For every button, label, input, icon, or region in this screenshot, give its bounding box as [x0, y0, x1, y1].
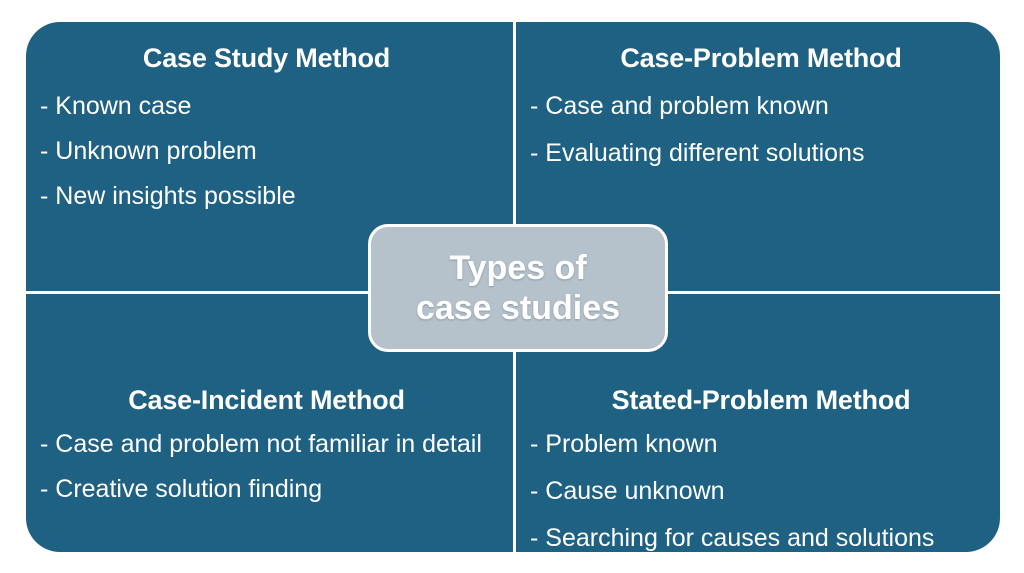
list-item: - Case and problem known [530, 91, 829, 120]
diagram-panel: Case Study Method - Known case - Unknown… [26, 22, 1000, 552]
center-badge-line-1: Types of [449, 248, 587, 287]
quadrant-bullets-stated-problem-method: - Problem known - Cause unknown - Search… [516, 430, 1000, 552]
quadrant-case-problem-method: Case-Problem Method - Case and problem k… [516, 22, 1000, 291]
list-item: - Cause unknown [530, 476, 725, 505]
list-item: - Searching for causes and solutions [530, 523, 935, 552]
quadrant-case-study-method: Case Study Method - Known case - Unknown… [26, 22, 513, 291]
quadrant-bullets-case-incident-method: - Case and problem not familiar in detai… [26, 430, 513, 504]
list-item: - Known case [40, 91, 192, 120]
list-item: - Evaluating different solutions [530, 138, 865, 167]
center-badge-line-2: case studies [415, 289, 621, 327]
list-item: - Case and problem not familiar in detai… [40, 429, 482, 458]
center-badge-text: Types of case studies [416, 248, 620, 328]
quadrant-title-stated-problem-method: Stated-Problem Method [611, 385, 911, 415]
list-item: - New insights possible [40, 181, 296, 210]
quadrant-title-case-incident-method: Case-Incident Method [128, 385, 405, 415]
quadrant-title-case-study-method: Case Study Method [142, 43, 391, 73]
quadrant-bullets-case-study-method: - Known case - Unknown problem - New ins… [26, 92, 513, 211]
quadrant-title-case-problem-method: Case-Problem Method [620, 43, 902, 73]
quadrant-stated-problem-method: Stated-Problem Method - Problem known - … [516, 294, 1000, 552]
quadrant-bullets-case-problem-method: - Case and problem known - Evaluating di… [516, 92, 1000, 168]
quadrant-case-incident-method: Case-Incident Method - Case and problem … [26, 294, 513, 552]
list-item: - Creative solution finding [40, 474, 323, 503]
list-item: - Unknown problem [40, 136, 257, 165]
list-item: - Problem known [530, 429, 718, 458]
center-badge: Types of case studies [368, 224, 668, 352]
